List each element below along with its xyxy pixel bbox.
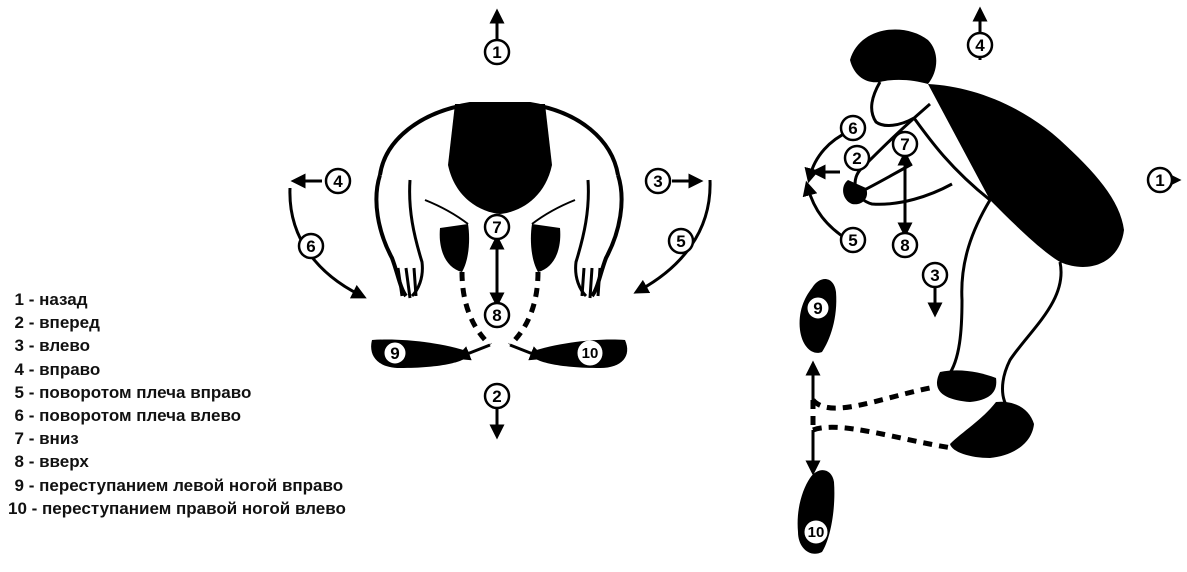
svg-text:7: 7 bbox=[492, 218, 501, 237]
legend-text: вправо bbox=[39, 360, 100, 379]
legend-item: 1 - назад bbox=[8, 288, 346, 311]
front-wrestler-silhouette bbox=[376, 104, 621, 298]
side-marker-3: 3 bbox=[923, 263, 947, 287]
svg-text:3: 3 bbox=[930, 266, 939, 285]
legend-number: 6 bbox=[8, 404, 24, 427]
svg-text:7: 7 bbox=[900, 135, 909, 154]
legend-item: 5 - поворотом плеча вправо bbox=[8, 381, 346, 404]
side-arrow-6 bbox=[810, 132, 848, 176]
front-marker-2: 2 bbox=[485, 384, 509, 408]
svg-text:8: 8 bbox=[492, 306, 501, 325]
legend-text: назад bbox=[39, 290, 87, 309]
legend-number: 1 bbox=[8, 288, 24, 311]
side-marker-5: 5 bbox=[841, 228, 865, 252]
svg-text:10: 10 bbox=[582, 345, 599, 362]
side-marker-8: 8 bbox=[893, 233, 917, 257]
side-back-shoe bbox=[937, 370, 996, 402]
front-right-step-path bbox=[510, 272, 538, 345]
legend-number: 4 bbox=[8, 358, 24, 381]
legend-item: 3 - влево bbox=[8, 334, 346, 357]
legend-number: 7 bbox=[8, 427, 24, 450]
svg-text:5: 5 bbox=[676, 232, 685, 251]
front-marker-10: 10 bbox=[578, 341, 602, 365]
legend-number: 10 bbox=[8, 497, 27, 520]
svg-text:1: 1 bbox=[1155, 171, 1164, 190]
side-marker-9: 9 bbox=[808, 298, 828, 318]
svg-text:8: 8 bbox=[900, 236, 909, 255]
front-view-figure: 1 2 3 4 5 6 7 8 bbox=[290, 16, 710, 432]
legend-item: 6 - поворотом плеча влево bbox=[8, 404, 346, 427]
svg-text:4: 4 bbox=[975, 36, 985, 55]
svg-text:4: 4 bbox=[333, 172, 343, 191]
front-marker-9: 9 bbox=[385, 343, 405, 363]
legend-number: 2 bbox=[8, 311, 24, 334]
side-arrow-5 bbox=[808, 188, 848, 240]
front-marker-1: 1 bbox=[485, 40, 509, 64]
front-marker-3: 3 bbox=[646, 169, 670, 193]
legend-item: 9 - переступанием левой ногой вправо bbox=[8, 474, 346, 497]
side-front-shoe bbox=[950, 402, 1034, 458]
side-view-figure: 4 1 6 2 7 5 8 3 bbox=[798, 14, 1174, 554]
side-marker-1: 1 bbox=[1148, 168, 1172, 192]
svg-text:6: 6 bbox=[306, 237, 315, 256]
legend-text: влево bbox=[39, 336, 90, 355]
front-arrow-10 bbox=[510, 345, 538, 356]
legend-text: вперед bbox=[39, 313, 100, 332]
legend-number: 8 bbox=[8, 450, 24, 473]
svg-text:2: 2 bbox=[492, 387, 501, 406]
svg-text:1: 1 bbox=[492, 43, 501, 62]
front-marker-6: 6 bbox=[299, 234, 323, 258]
legend-text: переступанием левой ногой вправо bbox=[39, 476, 343, 495]
front-marker-8: 8 bbox=[485, 303, 509, 327]
svg-text:3: 3 bbox=[653, 172, 662, 191]
legend-number: 3 bbox=[8, 334, 24, 357]
legend-number: 5 bbox=[8, 381, 24, 404]
svg-text:9: 9 bbox=[390, 344, 399, 363]
side-marker-2: 2 bbox=[845, 146, 869, 170]
front-marker-4: 4 bbox=[326, 169, 350, 193]
legend-text: поворотом плеча вправо bbox=[39, 383, 251, 402]
legend-text: поворотом плеча влево bbox=[39, 406, 241, 425]
front-marker-5: 5 bbox=[669, 229, 693, 253]
legend-text: переступанием правой ногой влево bbox=[42, 499, 346, 518]
legend-item: 7 - вниз bbox=[8, 427, 346, 450]
front-arrow-9 bbox=[462, 345, 490, 356]
svg-text:5: 5 bbox=[848, 231, 857, 250]
legend-item: 8 - вверх bbox=[8, 450, 346, 473]
svg-text:2: 2 bbox=[852, 149, 861, 168]
legend-text: вверх bbox=[39, 452, 89, 471]
legend-item: 4 - вправо bbox=[8, 358, 346, 381]
side-marker-4: 4 bbox=[968, 33, 992, 57]
legend-item: 10 - переступанием правой ногой влево bbox=[8, 497, 346, 520]
legend-list: 1 - назад 2 - вперед 3 - влево 4 - вправ… bbox=[8, 288, 346, 520]
legend-text: вниз bbox=[39, 429, 79, 448]
side-marker-6: 6 bbox=[841, 116, 865, 140]
side-marker-10: 10 bbox=[805, 521, 827, 543]
legend-number: 9 bbox=[8, 474, 24, 497]
legend-item: 2 - вперед bbox=[8, 311, 346, 334]
svg-text:6: 6 bbox=[848, 119, 857, 138]
front-marker-7: 7 bbox=[485, 215, 509, 239]
side-step-path bbox=[813, 388, 952, 448]
side-marker-7: 7 bbox=[893, 132, 917, 156]
svg-text:10: 10 bbox=[808, 524, 825, 541]
side-wrestler-silhouette bbox=[843, 29, 1124, 458]
svg-text:9: 9 bbox=[813, 299, 822, 318]
